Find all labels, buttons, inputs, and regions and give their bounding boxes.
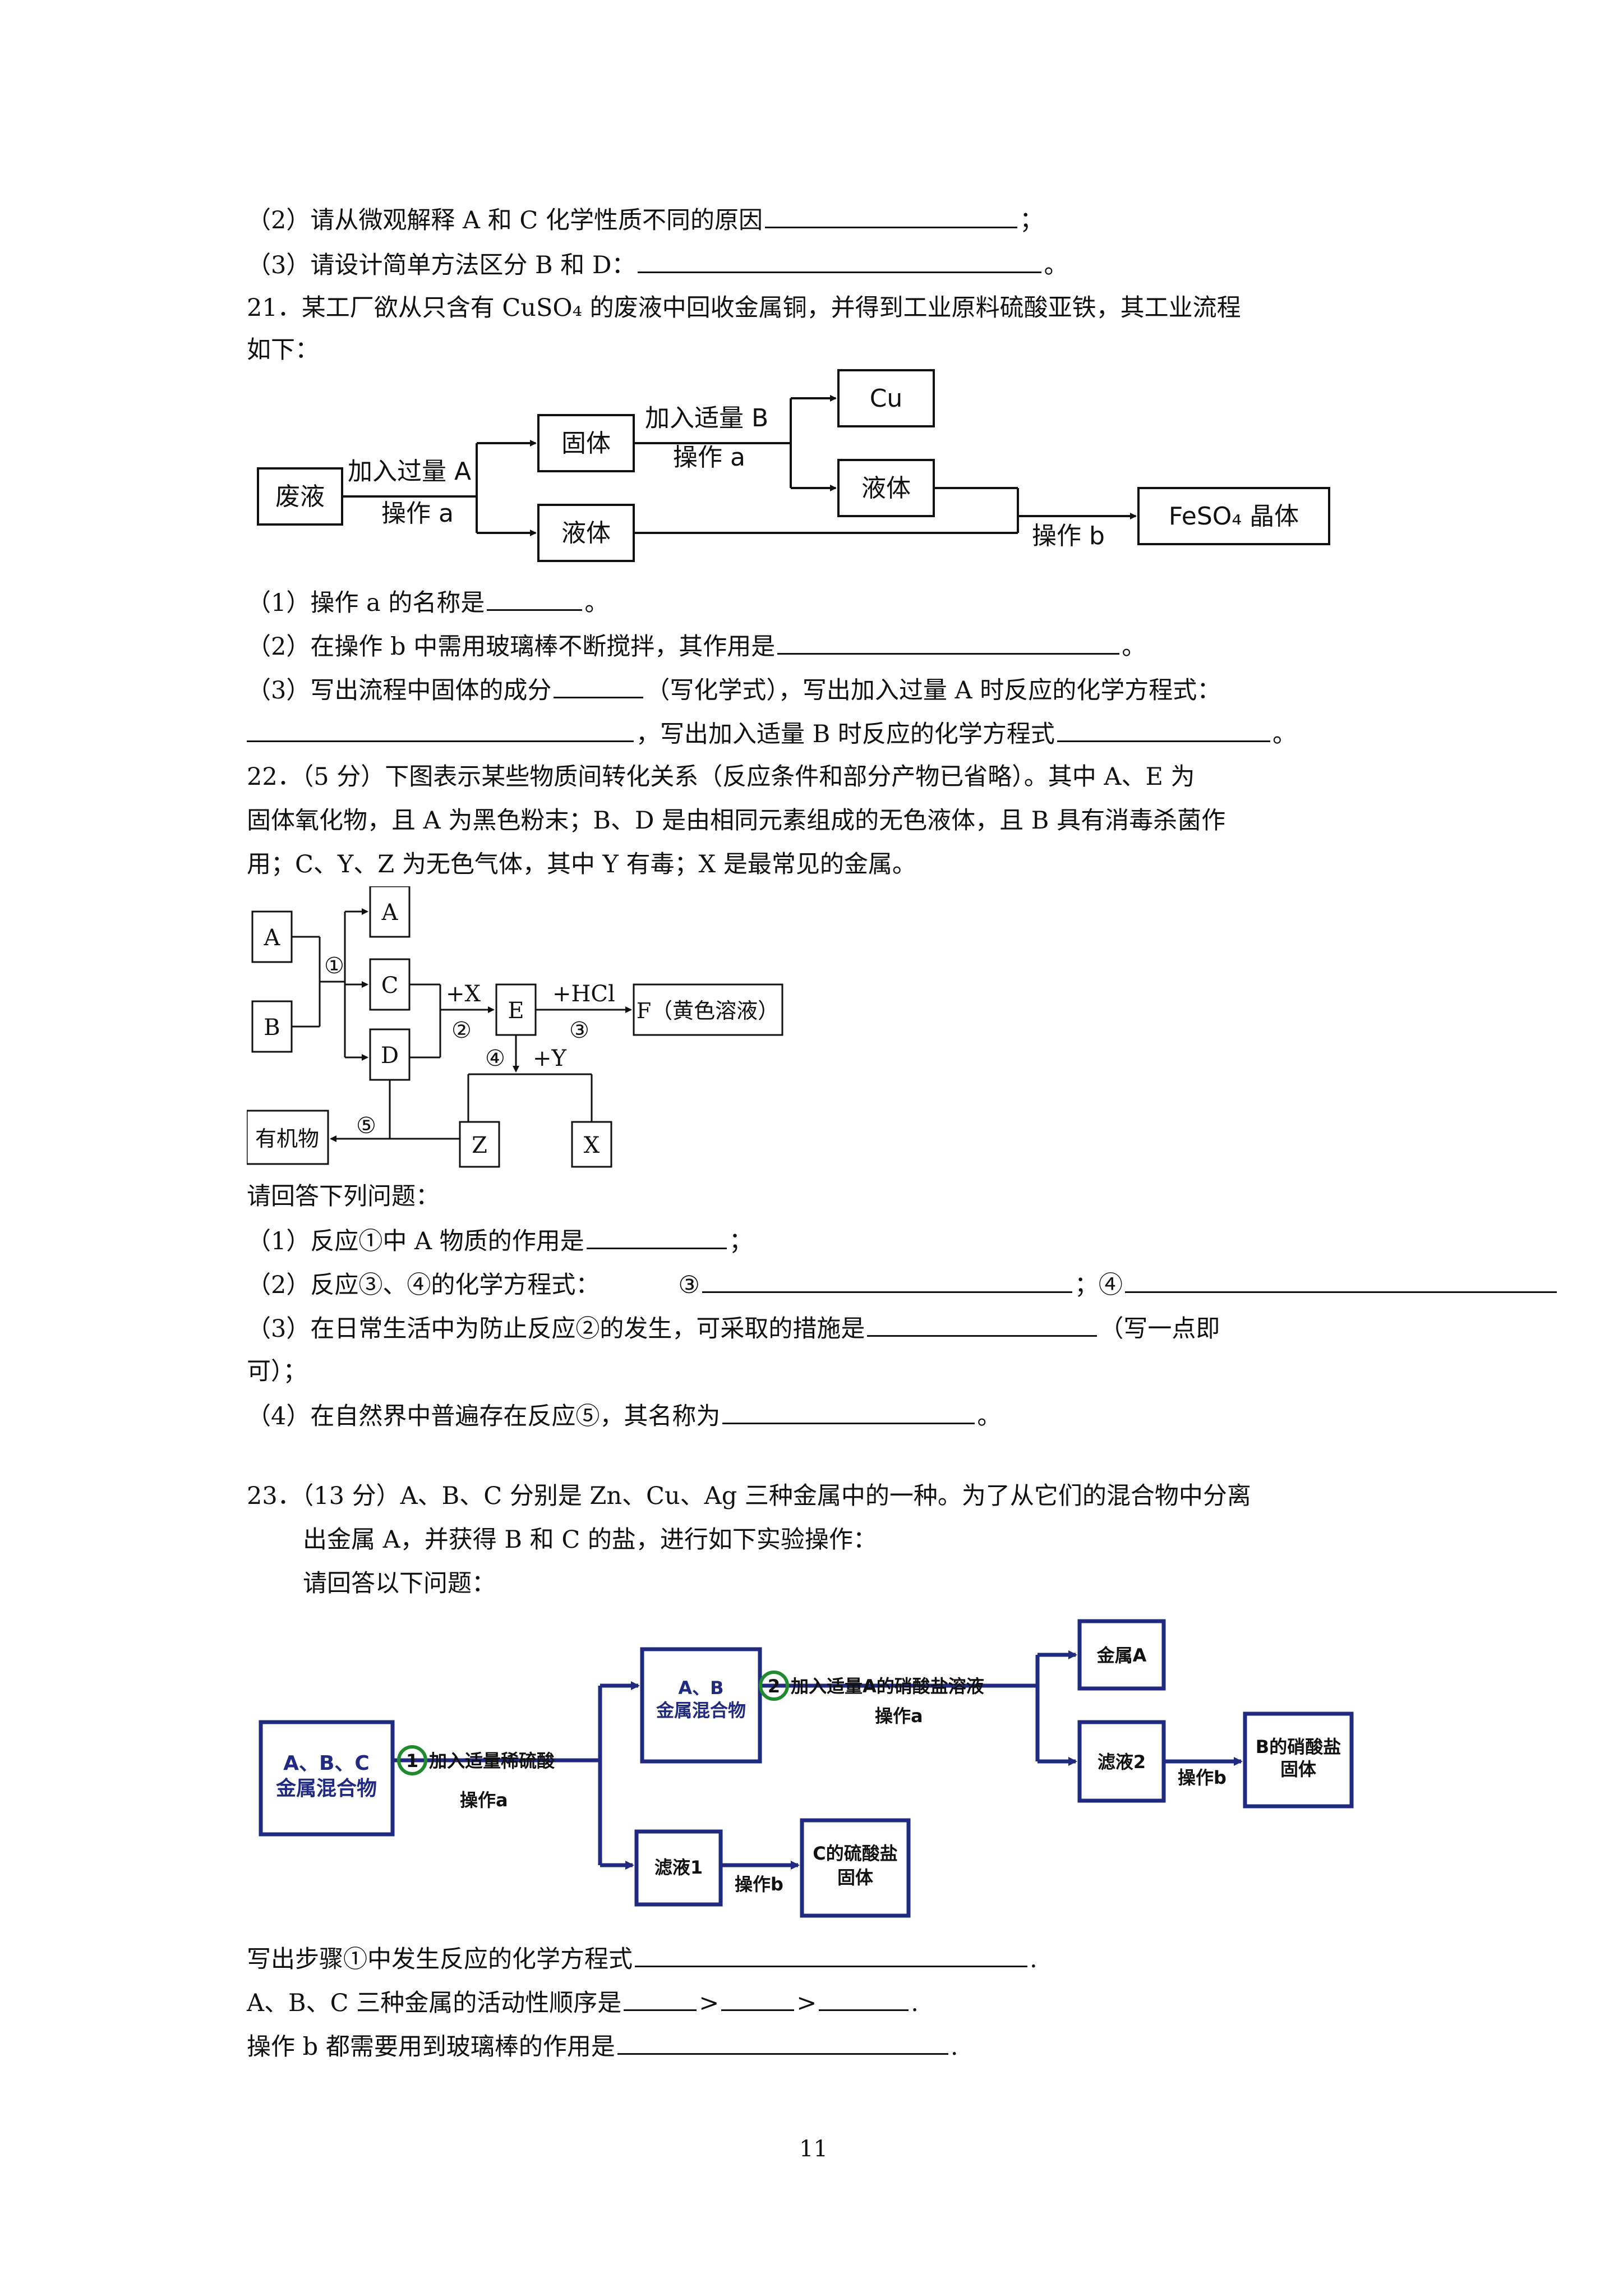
product-box (1137, 487, 1330, 545)
q23-sub-a: 写出步骤①中发生反应的化学方程式. (247, 1945, 1038, 1973)
q23-sub-b: A、B、C 三种金属的活动性顺序是>>. (247, 1989, 919, 2017)
cu-box (837, 369, 935, 427)
q22-stem-2: 固体氧化物，且 A 为黑色粉末；B、D 是由相同元素组成的无色液体，且 B 具有… (247, 807, 1226, 835)
q22-flowchart: A B A C D E F（黄色溶液） Z X 有机物 +X +HCl +Y ①… (247, 886, 783, 1168)
box-c-salt (800, 1818, 911, 1918)
q21-stem-1: 21．某工厂欲从只含有 CuSO₄ 的废液中回收金属铜，并得到工业原料硫酸亚铁，… (247, 294, 1241, 322)
b-salt-line2: 固体 (1280, 1759, 1316, 1780)
q22-sub-4: （4）在自然界中普遍存在反应⑤，其名称为。 (247, 1402, 1002, 1430)
label-plus-x: +X (446, 981, 481, 1007)
box-a2 (369, 886, 411, 938)
box-filtrate1 (634, 1829, 723, 1907)
op-b2-label: 操作b (735, 1874, 783, 1895)
c-salt-line2: 固体 (837, 1867, 873, 1888)
label-a2: A (381, 900, 399, 926)
label-plus-hcl: +HCl (552, 981, 615, 1007)
op-b1-label: 操作b (1178, 1767, 1227, 1788)
ab-line2: 金属混合物 (656, 1700, 746, 1721)
q23-stem-3: 请回答以下问题： (303, 1570, 496, 1598)
q23-stem-2: 出金属 A，并获得 B 和 C 的盐，进行如下实验操作： (303, 1526, 877, 1554)
c-salt-line1: C的硫酸盐 (813, 1843, 898, 1864)
label-a: A (264, 925, 281, 951)
q21-sub-1: （1）操作 a 的名称是。 (247, 589, 609, 617)
liquid1-label: 液体 (561, 519, 611, 547)
q23-stem-1: 23．（13 分）A、B、C 分别是 Zn、Cu、Ag 三种金属中的一种。为了从… (247, 1482, 1251, 1510)
label-organic: 有机物 (255, 1126, 319, 1151)
abc-line1: A、B、C (283, 1752, 370, 1775)
step2-num: 2 (768, 1676, 780, 1697)
step2-bottom: 操作a (875, 1705, 923, 1727)
ab-line1: A、B (678, 1677, 723, 1699)
q22-sub-3: （3）在日常生活中为防止反应②的发生，可采取的措施是（写一点即 (247, 1315, 1220, 1343)
box-f (633, 983, 783, 1036)
q20-line-3: （3）请设计简单方法区分 B 和 D：。 (247, 251, 1068, 279)
q22-sub-2: （2）反应③、④的化学方程式：③；④ (247, 1272, 1559, 1297)
box-z (459, 1121, 500, 1168)
label-n3: ③ (569, 1018, 589, 1043)
box-organic (247, 1110, 329, 1165)
q22-sub-1: （1）反应①中 A 物质的作用是； (247, 1227, 753, 1255)
box-abc (259, 1720, 395, 1837)
q22-stem-3: 用；C、Y、Z 为无色气体，其中 Y 有毒；X 是最常见的金属。 (247, 850, 916, 878)
label-n5: ⑤ (356, 1113, 376, 1139)
box-ab (640, 1647, 762, 1764)
step1-bottom-label: 操作 a (381, 499, 454, 528)
label-plus-y: +Y (533, 1046, 567, 1071)
q21-sub-3: （3）写出流程中固体的成分（写化学式），写出加入过量 A 时反应的化学方程式： (247, 677, 1221, 705)
step1-bottom: 操作a (460, 1789, 508, 1811)
q21-stem-2: 如下： (247, 336, 319, 364)
abc-line2: 金属混合物 (275, 1777, 377, 1800)
q21-flowchart: 废液 加入过量 A 操作 a 固体 液体 加入适量 B 操作 a Cu 液体 操… (257, 369, 1330, 562)
label-n2: ② (451, 1018, 472, 1043)
q23-sub-c: 操作 b 都需要用到玻璃棒的作用是. (247, 2033, 958, 2061)
label-z: Z (472, 1133, 487, 1158)
q23-flowchart: A、B、C 金属混合物 1 加入适量稀硫酸 操作a A、B 金属混合物 2 加入… (259, 1619, 1354, 1918)
solid-label: 固体 (561, 429, 611, 458)
page-number: 11 (799, 2136, 828, 2162)
label-e: E (508, 998, 524, 1024)
filtrate1-label: 滤液1 (654, 1857, 703, 1878)
waste-label: 废液 (275, 482, 325, 511)
step2-circle (759, 1671, 789, 1701)
label-n1: ① (324, 953, 344, 979)
step2-top: 加入适量A的硝酸盐溶液 (791, 1676, 984, 1697)
label-x: X (584, 1133, 600, 1158)
label-d: D (381, 1043, 399, 1069)
q22-stem-1: 22．（5 分）下图表示某些物质间转化关系（反应条件和部分产物已省略）。其中 A… (247, 763, 1195, 791)
product-label: FeSO₄ 晶体 (1169, 502, 1299, 531)
q21-sub-3-cont: ，写出加入适量 B 时反应的化学方程式。 (247, 721, 1297, 747)
b-salt-line1: B的硝酸盐 (1256, 1736, 1341, 1757)
box-metal-a (1077, 1619, 1166, 1691)
liquid2-label: 液体 (861, 474, 911, 503)
label-f: F（黄色溶液） (637, 999, 779, 1023)
filtrate2-label: 滤液2 (1098, 1751, 1146, 1773)
step1-num: 1 (406, 1750, 418, 1772)
step1-top-label: 加入过量 A (348, 457, 471, 486)
label-b: B (264, 1015, 280, 1041)
cu-label: Cu (870, 384, 903, 413)
q22-ask: 请回答下列问题： (247, 1182, 440, 1211)
q22-sub-3-cont: 可）； (247, 1358, 307, 1386)
step1-top: 加入适量稀硫酸 (429, 1750, 555, 1772)
label-c: C (381, 973, 399, 999)
label-n4: ④ (485, 1046, 505, 1071)
metal-a-label: 金属A (1096, 1645, 1147, 1666)
step2-bottom-label: 操作 a (673, 443, 745, 472)
q20-line-2: （2）请从微观解释 A 和 C 化学性质不同的原因； (247, 206, 1044, 234)
q21-sub-2: （2）在操作 b 中需用玻璃棒不断搅拌，其作用是。 (247, 633, 1146, 661)
step2-top-label: 加入适量 B (645, 404, 768, 432)
box-b-salt (1243, 1711, 1354, 1809)
step3-label: 操作 b (1032, 522, 1105, 550)
step1-circle (397, 1745, 427, 1775)
